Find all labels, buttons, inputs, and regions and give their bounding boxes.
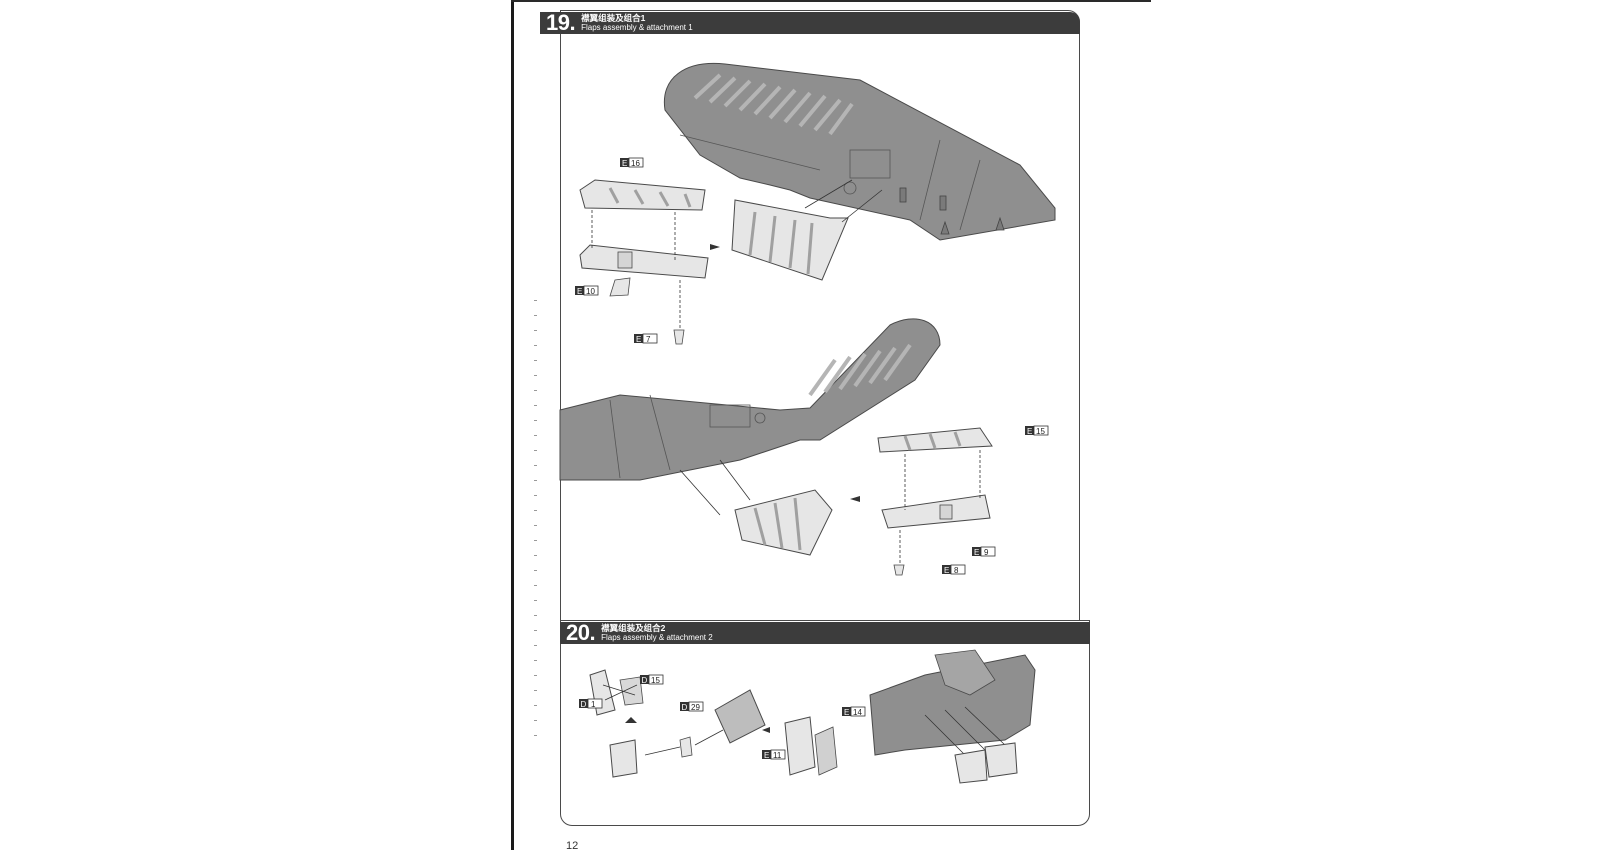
svg-text:29: 29: [691, 703, 700, 712]
part-label-e8: E 8: [942, 564, 966, 575]
step-19-header: 19. 襟翼组装及组合1 Flaps assembly & attachment…: [540, 12, 1080, 34]
svg-text:8: 8: [954, 566, 959, 575]
part-label-d15: D 15: [640, 674, 664, 685]
svg-text:D: D: [642, 676, 648, 685]
svg-text:E: E: [844, 708, 849, 717]
svg-text:9: 9: [984, 548, 989, 557]
svg-text:1: 1: [591, 700, 596, 709]
part-label-e16: E 16: [620, 157, 644, 168]
svg-text:E: E: [764, 751, 769, 760]
part-label-e10: E 10: [575, 285, 599, 296]
page-top-rule: [511, 0, 1151, 2]
part-label-d1: D 1: [579, 698, 603, 709]
svg-text:10: 10: [586, 287, 595, 296]
svg-text:7: 7: [646, 335, 651, 344]
svg-text:11: 11: [773, 751, 782, 760]
svg-text:E: E: [974, 548, 979, 557]
svg-text:E: E: [944, 566, 949, 575]
svg-text:14: 14: [853, 708, 862, 717]
page-number: 12: [566, 840, 579, 852]
svg-text:15: 15: [651, 676, 660, 685]
step-19-number: 19.: [546, 10, 576, 35]
fuselage-wing-root: [869, 649, 1036, 784]
part-label-e15: E 15: [1025, 425, 1049, 436]
svg-text:15: 15: [1036, 427, 1045, 436]
svg-text:E: E: [577, 287, 582, 296]
svg-text:D: D: [682, 703, 688, 712]
part-label-e7: E 7: [634, 333, 658, 344]
page-edge-marks: [534, 300, 544, 770]
svg-text:16: 16: [631, 159, 640, 168]
step-19-illustration: [559, 62, 1056, 576]
page-binding-edge: [511, 0, 514, 850]
flap-assembly-upper: [579, 179, 883, 345]
svg-text:D: D: [581, 700, 587, 709]
step-20-number: 20.: [566, 620, 596, 645]
svg-text:E: E: [1027, 427, 1032, 436]
part-label-e9: E 9: [972, 546, 996, 557]
step-20-title-en: Flaps assembly & attachment 2: [601, 633, 713, 642]
step-20-title-zh: 襟翼组装及组合2: [601, 623, 666, 633]
upper-right-wing: [663, 62, 1056, 241]
step-20-header: 20. 襟翼组装及组合2 Flaps assembly & attachment…: [560, 622, 1090, 644]
part-label-e14: E 14: [842, 706, 866, 717]
step-19-title-zh: 襟翼组装及组合1: [581, 13, 646, 23]
lower-left-wing: [559, 318, 993, 576]
step-20-illustration: [589, 649, 1036, 784]
step-19-title-en: Flaps assembly & attachment 1: [581, 23, 693, 32]
svg-text:E: E: [636, 335, 641, 344]
flap-hinge-assembly: [589, 669, 838, 778]
part-label-d29: D 29: [680, 701, 704, 712]
part-label-e11: E 11: [762, 749, 786, 760]
svg-text:E: E: [622, 159, 627, 168]
